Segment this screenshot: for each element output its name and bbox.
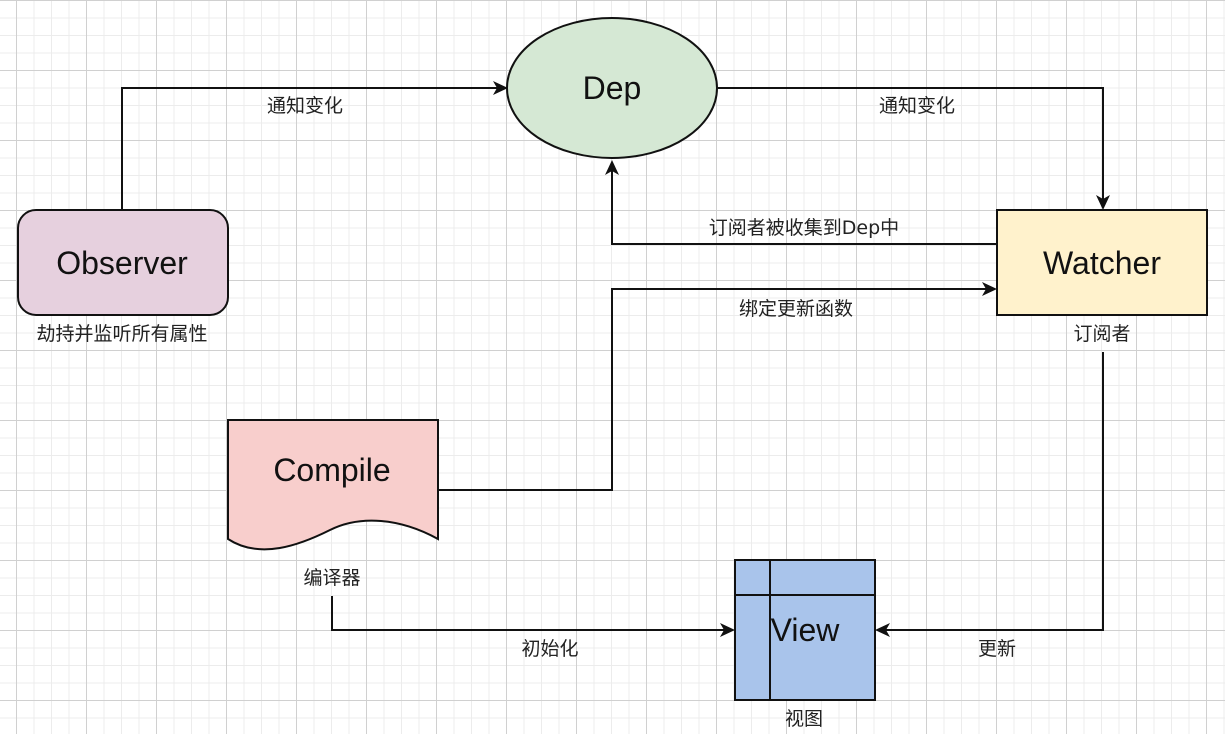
observer-box	[17, 209, 229, 316]
edge-compile-to-view[interactable]	[331, 596, 735, 637]
caption-view: 视图	[785, 708, 823, 730]
view-box	[734, 559, 876, 701]
arrowhead-icon	[493, 81, 508, 95]
node-label-watcher: Watcher	[1043, 245, 1161, 281]
edge-line	[611, 168, 997, 245]
arrowhead-icon	[982, 282, 997, 296]
dep-ellipse	[506, 17, 718, 159]
node-label-dep: Dep	[583, 70, 642, 106]
edge-line	[883, 352, 1104, 631]
arrowhead-icon	[1096, 195, 1110, 210]
node-watcher[interactable]: Watcher	[996, 209, 1208, 316]
node-view[interactable]: View	[734, 559, 876, 701]
edge-label-compile-to-view: 初始化	[521, 638, 578, 660]
edge-label-dep-to-watcher: 通知变化	[879, 95, 955, 117]
edge-dep-to-watcher[interactable]	[718, 87, 1110, 210]
edge-observer-to-dep[interactable]	[121, 81, 508, 210]
edge-line	[438, 288, 989, 491]
caption-compile: 编译器	[303, 567, 360, 589]
edge-label-watcher-to-dep: 订阅者被收集到Dep中	[709, 217, 899, 239]
compile-document-shape	[227, 419, 439, 551]
edge-label-compile-to-watcher: 绑定更新函数	[739, 298, 853, 320]
arrowhead-icon	[605, 160, 619, 175]
node-label-observer: Observer	[56, 245, 188, 281]
edge-label-watcher-to-view: 更新	[978, 638, 1016, 660]
arrowhead-icon	[720, 623, 735, 637]
edge-watcher-to-dep[interactable]	[605, 160, 997, 245]
node-dep[interactable]: Dep	[506, 17, 718, 159]
node-compile[interactable]: Compile	[227, 419, 439, 551]
edge-watcher-to-view[interactable]	[875, 352, 1104, 637]
edge-label-observer-to-dep: 通知变化	[267, 95, 343, 117]
node-observer[interactable]: Observer	[17, 209, 229, 316]
edge-line	[331, 596, 727, 631]
edge-line	[718, 87, 1104, 202]
arrowhead-icon	[875, 623, 890, 637]
caption-watcher: 订阅者	[1073, 323, 1130, 345]
caption-observer: 劫持并监听所有属性	[36, 323, 207, 345]
edge-compile-to-watcher[interactable]	[438, 282, 997, 491]
edge-line	[121, 87, 500, 210]
watcher-box	[996, 209, 1208, 316]
node-label-view: View	[771, 612, 841, 648]
node-label-compile: Compile	[273, 452, 390, 488]
